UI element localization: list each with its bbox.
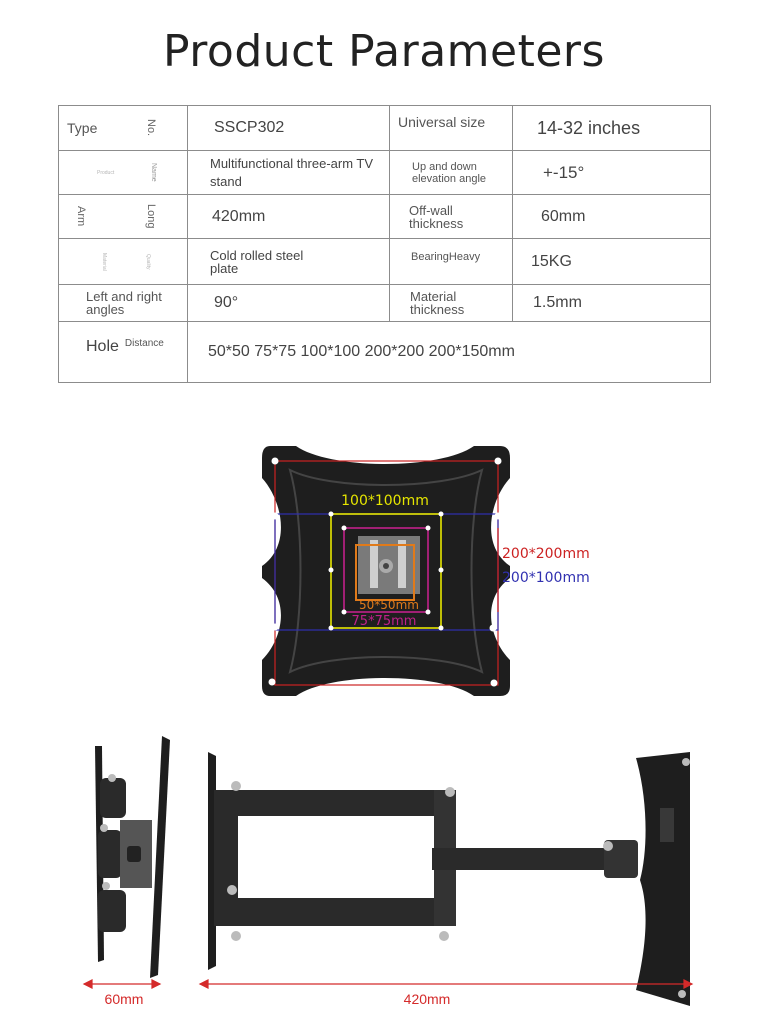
arm-arrow-right <box>683 979 694 989</box>
bracket-slot-left <box>370 540 378 588</box>
screw <box>603 841 613 851</box>
row-label-bearing: BearingHeavy <box>389 238 513 285</box>
screw <box>231 931 241 941</box>
depth-dimension-label: 60mm <box>105 991 144 1007</box>
bracket-slot-right <box>398 540 406 588</box>
row-value-arm-long: 420mm <box>187 194 390 239</box>
bracket-knob-center <box>383 563 389 569</box>
side-view-mount <box>95 736 170 978</box>
screw <box>678 990 686 998</box>
label-200x200: 200*200mm <box>502 546 590 562</box>
label-200x100: 200*100mm <box>502 570 590 586</box>
hole <box>271 512 279 520</box>
screw <box>231 781 241 791</box>
hole <box>489 624 497 632</box>
hole <box>438 625 444 631</box>
hole <box>341 609 347 615</box>
hole <box>494 512 502 520</box>
hole <box>271 457 279 465</box>
hole <box>328 567 334 573</box>
hole <box>341 525 347 531</box>
page-title: Product Parameters <box>163 26 605 77</box>
hole <box>268 678 276 686</box>
side-screw <box>102 882 110 890</box>
upper-arm <box>228 790 454 816</box>
hole <box>425 609 431 615</box>
side-tv-plate <box>150 736 170 978</box>
hole <box>328 625 334 631</box>
label-100x100: 100*100mm <box>341 493 429 509</box>
label-75x75: 75*75mm <box>352 614 417 629</box>
row-label-left-right-angles: Left and right angles <box>58 284 188 322</box>
hole <box>328 511 334 517</box>
side-block-top <box>100 778 126 818</box>
lower-arm <box>228 898 454 926</box>
tv-plate-slot <box>660 808 674 842</box>
arm-view-mount <box>208 752 690 1006</box>
side-block-bottom <box>98 890 126 932</box>
screw <box>439 931 449 941</box>
label-50x50: 50*50mm <box>359 598 419 612</box>
hole <box>438 511 444 517</box>
hole <box>490 679 498 687</box>
screw <box>682 758 690 766</box>
row-value-elevation-angle: +-15° <box>512 150 711 195</box>
hole <box>494 457 502 465</box>
row-label-material-thickness: Material thickness <box>389 284 513 322</box>
vesa-holes <box>268 457 502 687</box>
side-block-mid <box>98 830 122 878</box>
row-label-off-wall-thickness: Off-wall thickness <box>389 194 513 239</box>
row-value-material-quality: Cold rolled steel plate <box>187 238 390 285</box>
screw <box>445 787 455 797</box>
depth-arrow-left <box>82 979 93 989</box>
hole <box>438 567 444 573</box>
arm-arrow-left <box>198 979 209 989</box>
plate-rib <box>288 468 484 674</box>
side-tilt-knob <box>127 846 141 862</box>
tilt-head <box>604 840 638 878</box>
row-value-product-name: Multifunctional three-arm TV stand <box>187 150 390 195</box>
screw <box>227 885 237 895</box>
depth-arrow-right <box>151 979 162 989</box>
vesa-patterns <box>274 460 499 686</box>
side-screw <box>100 824 108 832</box>
row-value-hole-distance: 50*50 75*75 100*100 200*200 200*150mm <box>187 321 711 383</box>
hole <box>425 525 431 531</box>
pattern-75x75-outline <box>343 527 429 613</box>
row-value-bearing: 15KG <box>512 238 711 285</box>
table-row: Left and right angles 90° Material thick… <box>58 284 711 322</box>
tv-plate-side <box>636 752 690 1006</box>
row-value-universal-size: 14-32 inches <box>512 105 711 151</box>
vesa-plate <box>262 446 510 696</box>
arm-length-dimension-label: 420mm <box>404 991 451 1007</box>
row-label-elevation-angle: Up and down elevation angle <box>389 150 513 195</box>
hole <box>271 623 279 631</box>
extension-arm <box>432 848 620 870</box>
side-screw <box>108 774 116 782</box>
row-value-left-right-angles: 90° <box>187 284 390 322</box>
dimension-lines <box>82 979 694 989</box>
pattern-50x50-outline <box>355 544 415 601</box>
